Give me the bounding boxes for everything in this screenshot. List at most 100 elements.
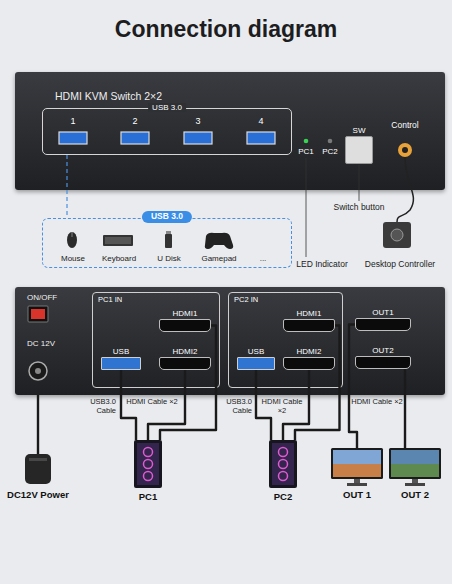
node-text: DC12V Power	[7, 490, 69, 501]
monitor-base	[347, 483, 367, 486]
node-text: USB	[113, 347, 129, 356]
peripheral-group: USB 3.0MouseKeyboardU DiskGamepad...	[42, 218, 292, 268]
u-disk-cap	[166, 231, 171, 234]
tower-fan	[144, 460, 153, 469]
node-text: Keyboard	[102, 254, 136, 263]
power-adapter: DC12V Power	[20, 440, 56, 486]
tower-body	[134, 440, 162, 488]
monitor-screen-ground	[391, 464, 439, 477]
monitor-base	[405, 483, 425, 486]
tower-fan	[144, 472, 153, 481]
diagram-title: Connection diagram	[0, 16, 452, 43]
cable-label: HDMI Cable ×2	[122, 398, 182, 407]
monitor-outline	[388, 448, 442, 486]
adapter-body	[25, 454, 51, 484]
tower-fan	[279, 472, 288, 481]
hdmi-port: HDMI2	[159, 357, 211, 370]
cable-line	[37, 395, 39, 440]
pc-tower: PC2	[255, 440, 311, 488]
node-text: HDMI2	[173, 347, 198, 356]
node-text: ...	[260, 254, 267, 263]
node-text: HDMI KVM Switch 2×2	[55, 90, 162, 102]
node-text: U Disk	[157, 254, 181, 263]
monitor-frame	[389, 448, 441, 479]
power-switch-rocker	[31, 309, 45, 319]
node-text: SW	[353, 126, 366, 135]
input-group: PC1 IN HDMI1USB HDMI2	[92, 292, 220, 388]
monitor-stand	[354, 479, 360, 483]
adapter-cable	[37, 440, 39, 454]
hdmi-port: HDMI1	[283, 319, 335, 332]
node-text: ON/OFF	[27, 293, 57, 302]
node-text: Gamepad	[201, 254, 236, 263]
usb-port-symbol	[184, 132, 212, 144]
node-text: PC2 IN	[234, 296, 258, 305]
cable-label: HDMI Cable ×2	[258, 398, 306, 415]
node-text: HDMI1	[173, 309, 198, 318]
cable-label: USB3.0 Cable	[82, 398, 116, 415]
monitor-screen-sky	[391, 450, 439, 464]
tower-glass	[272, 443, 294, 485]
monitor-outline	[330, 448, 384, 486]
callout-label: Switch button	[333, 203, 384, 213]
usb-port-symbol	[59, 132, 87, 144]
desktop-controller	[383, 222, 411, 248]
monitor-screen-sky	[333, 450, 381, 464]
cable-line	[121, 370, 136, 440]
usb-port-group: USB 3.0	[42, 108, 292, 155]
cable-line	[404, 369, 406, 448]
cable-line	[283, 370, 309, 440]
node-text: OUT 1	[343, 490, 371, 501]
controller-button	[391, 229, 403, 241]
switch-button: SW	[345, 136, 373, 164]
hdmi-port: HDMI1	[159, 319, 211, 332]
monitor: OUT 1	[330, 448, 384, 486]
tower-outline	[255, 440, 311, 488]
tower-outline	[120, 440, 176, 488]
usb-port-symbol	[247, 132, 275, 144]
node-text: USB	[248, 347, 264, 356]
node-text: OUT 2	[401, 490, 429, 501]
control-jack	[398, 143, 412, 157]
callout-label: LED Indicator	[296, 260, 348, 270]
node-text: HDMI2	[297, 347, 322, 356]
usb-port-symbol	[121, 132, 149, 144]
monitor-stand	[412, 479, 418, 483]
tower-glass	[137, 443, 159, 485]
control-jack-hole	[402, 147, 408, 153]
monitor-screen-ground	[333, 464, 381, 477]
u-disk-icon	[165, 234, 172, 248]
output-port: OUT2	[355, 356, 411, 369]
cable-label: HDMI Cable ×2	[351, 398, 403, 407]
hdmi-port: HDMI2	[283, 357, 335, 370]
cable-line	[256, 370, 271, 440]
mouse-icon-line	[72, 232, 73, 237]
pc-tower: PC1	[120, 440, 176, 488]
cable-label: USB3.0 Cable	[218, 398, 252, 415]
tower-fan	[144, 448, 153, 457]
controller-cable	[397, 157, 413, 222]
monitor-frame	[331, 448, 383, 479]
node-text: USB 3.0	[142, 211, 192, 223]
input-group: PC2 IN HDMI1USB HDMI2	[228, 292, 343, 388]
node-text: Mouse	[61, 254, 85, 263]
node-text: PC1 IN	[98, 296, 122, 305]
tower-fan	[279, 448, 288, 457]
node-text: HDMI1	[297, 309, 322, 318]
node-text: OUT2	[372, 346, 393, 355]
tower-body	[269, 440, 297, 488]
led-dot	[328, 139, 333, 144]
leader-line	[359, 165, 360, 201]
node-text: PC2	[274, 492, 292, 503]
keyboard-icon	[103, 235, 133, 246]
usb-port: USB	[101, 357, 141, 370]
callout-label: Desktop Controller	[365, 260, 435, 270]
mouse-icon	[67, 232, 77, 248]
node-text: DC 12V	[27, 339, 55, 348]
adapter-outline	[20, 440, 56, 486]
adapter-highlight	[29, 458, 47, 461]
keyboard-keys	[105, 237, 131, 244]
cable-line	[160, 326, 216, 441]
cable-line	[148, 370, 185, 440]
